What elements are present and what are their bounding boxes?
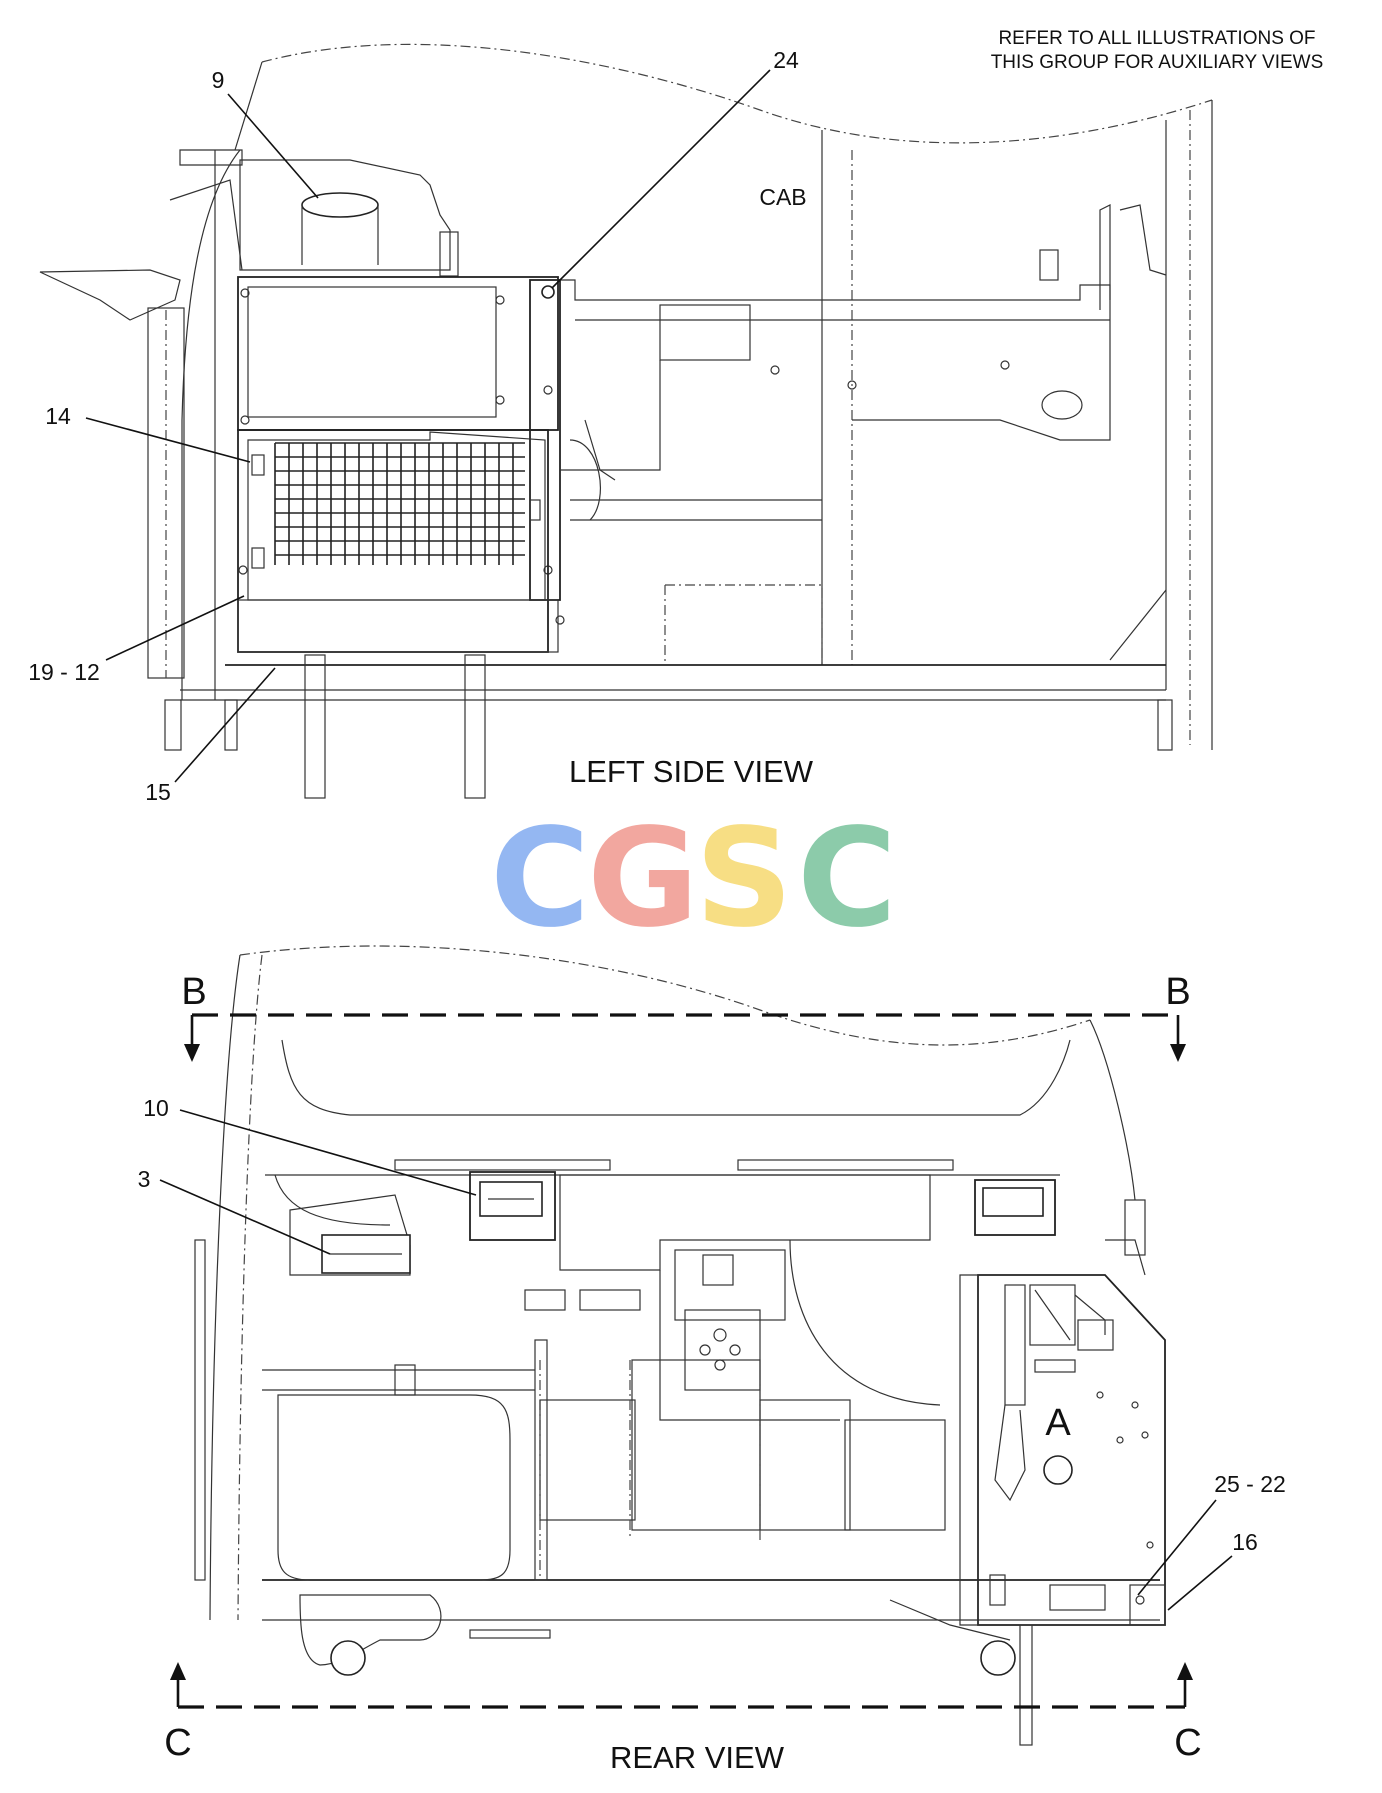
callout-9: 9 [212, 67, 225, 93]
leader-16 [1167, 1555, 1233, 1611]
rear-view-title: REAR VIEW [610, 1740, 785, 1775]
section-label-c-right: C [1174, 1722, 1201, 1764]
cab-label: CAB [759, 184, 806, 210]
grille [274, 442, 525, 565]
callout-16: 16 [1232, 1529, 1258, 1555]
leader-3 [159, 1179, 331, 1255]
callout-19-12: 19 - 12 [28, 659, 100, 685]
callout-15: 15 [145, 779, 171, 805]
left-side-view-drawing [39, 43, 1213, 799]
detail-label-a: A [1045, 1402, 1071, 1444]
callout-24: 24 [773, 47, 799, 73]
callout-25-22: 25 - 22 [1214, 1471, 1286, 1497]
section-line-b [184, 1013, 1186, 1062]
rear-view-drawing [194, 945, 1166, 1746]
callout-14: 14 [45, 403, 71, 429]
leader-10 [179, 1109, 477, 1196]
leader-9 [227, 93, 319, 199]
cgsc-watermark: C G S C [490, 800, 897, 958]
section-label-b-right: B [1165, 971, 1190, 1013]
watermark-letter-2: G [587, 800, 699, 958]
callout-3: 3 [138, 1166, 151, 1192]
leader-24 [551, 69, 771, 289]
callout-10: 10 [143, 1095, 169, 1121]
left-side-view-title: LEFT SIDE VIEW [569, 754, 814, 789]
leader-14 [85, 417, 251, 463]
leader-15 [174, 667, 276, 783]
section-line-c [170, 1662, 1193, 1709]
leader-25-22 [1137, 1499, 1217, 1596]
section-label-b-left: B [181, 971, 206, 1013]
watermark-letter-1: C [490, 800, 590, 958]
watermark-letter-3: S [695, 800, 793, 958]
note-line-1: REFER TO ALL ILLUSTRATIONS OF [998, 28, 1315, 49]
section-label-c-left: C [164, 1722, 191, 1764]
leader-19-12 [105, 595, 245, 661]
watermark-letter-4: C [797, 800, 897, 958]
note-line-2: THIS GROUP FOR AUXILIARY VIEWS [991, 52, 1324, 73]
